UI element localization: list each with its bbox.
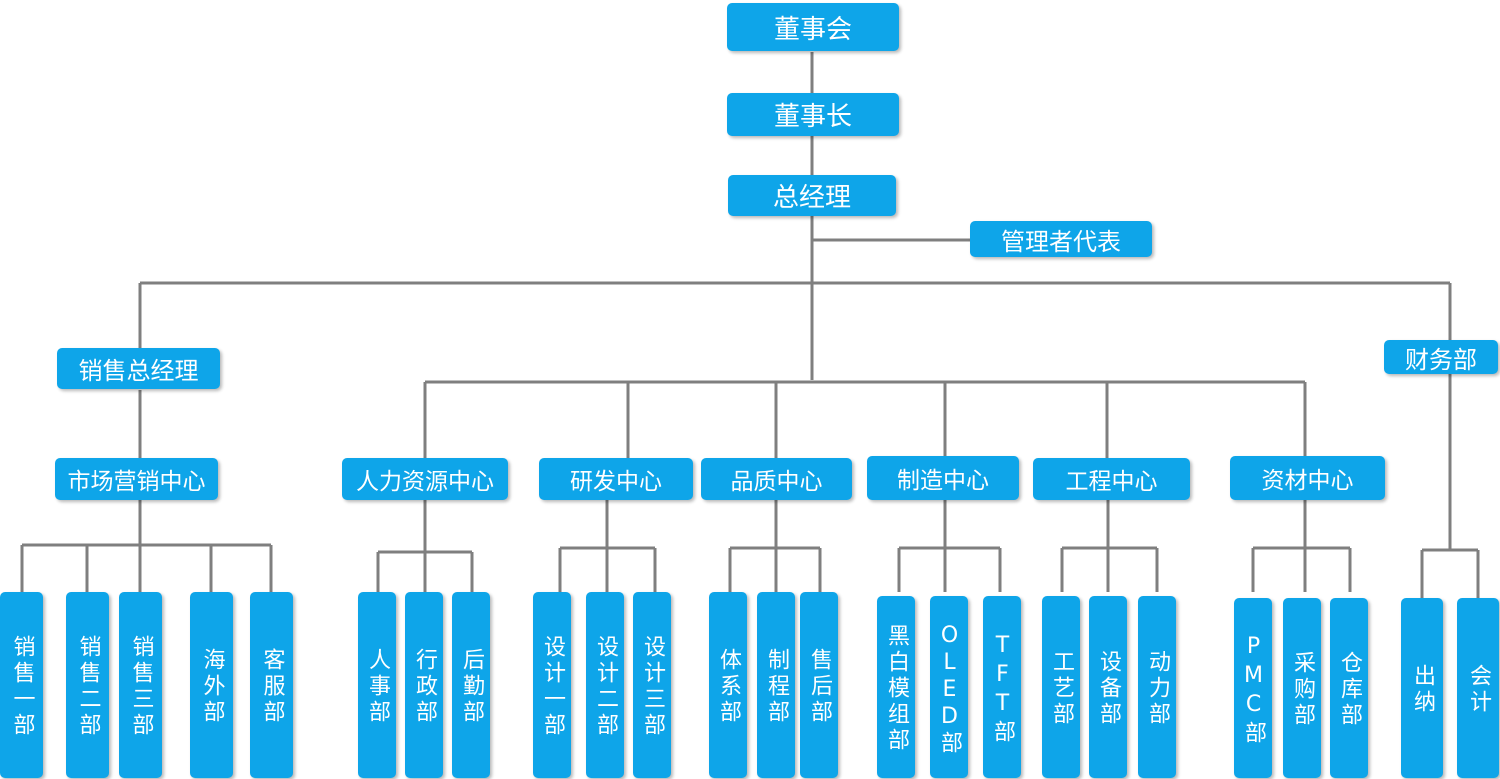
materials-unit-box: PMC部 (1234, 598, 1272, 778)
materials-unit-box: 采购部 (1283, 598, 1321, 778)
rnd-unit-box: 设计三部 (633, 592, 671, 778)
manufacturing-unit-box: TFT部 (983, 596, 1021, 778)
hr-unit-box: 后勤部 (452, 592, 490, 778)
general-manager-box: 总经理 (728, 175, 896, 216)
management-representative-box: 管理者代表 (970, 221, 1152, 257)
finance-unit-box: 会计 (1457, 598, 1499, 778)
finance-unit-box: 出纳 (1401, 598, 1443, 778)
sales-unit-box: 销售二部 (66, 592, 109, 778)
rnd-unit-box: 设计一部 (533, 592, 571, 778)
board-box: 董事会 (727, 3, 899, 51)
engineering-unit-box: 动力部 (1138, 596, 1176, 778)
center-box-materials: 资材中心 (1230, 456, 1385, 500)
center-box-quality: 品质中心 (701, 458, 852, 500)
manufacturing-unit-box: 黑白模组部 (877, 596, 915, 778)
hr-unit-box: 人事部 (358, 592, 396, 778)
quality-unit-box: 制程部 (757, 592, 795, 778)
center-box-hr: 人力资源中心 (342, 458, 508, 500)
hr-unit-box: 行政部 (405, 592, 443, 778)
engineering-unit-box: 设备部 (1089, 596, 1127, 778)
marketing-center-box: 市场营销中心 (55, 458, 218, 500)
sales-unit-box: 海外部 (190, 592, 233, 778)
chairman-box: 董事长 (727, 93, 899, 136)
engineering-unit-box: 工艺部 (1042, 596, 1080, 778)
sales-unit-box: 销售三部 (119, 592, 162, 778)
quality-unit-box: 售后部 (800, 592, 838, 778)
center-box-manufacturing: 制造中心 (867, 456, 1019, 500)
materials-unit-box: 仓库部 (1330, 598, 1368, 778)
sales-unit-box: 客服部 (250, 592, 293, 778)
sales-unit-box: 销售一部 (0, 592, 43, 778)
manufacturing-unit-box: OLED部 (930, 596, 968, 778)
quality-unit-box: 体系部 (709, 592, 747, 778)
center-box-rnd: 研发中心 (539, 458, 693, 500)
finance-dept-box: 财务部 (1384, 340, 1498, 374)
sales-gm-box: 销售总经理 (57, 348, 220, 389)
rnd-unit-box: 设计二部 (586, 592, 624, 778)
center-box-engineering: 工程中心 (1033, 458, 1190, 500)
